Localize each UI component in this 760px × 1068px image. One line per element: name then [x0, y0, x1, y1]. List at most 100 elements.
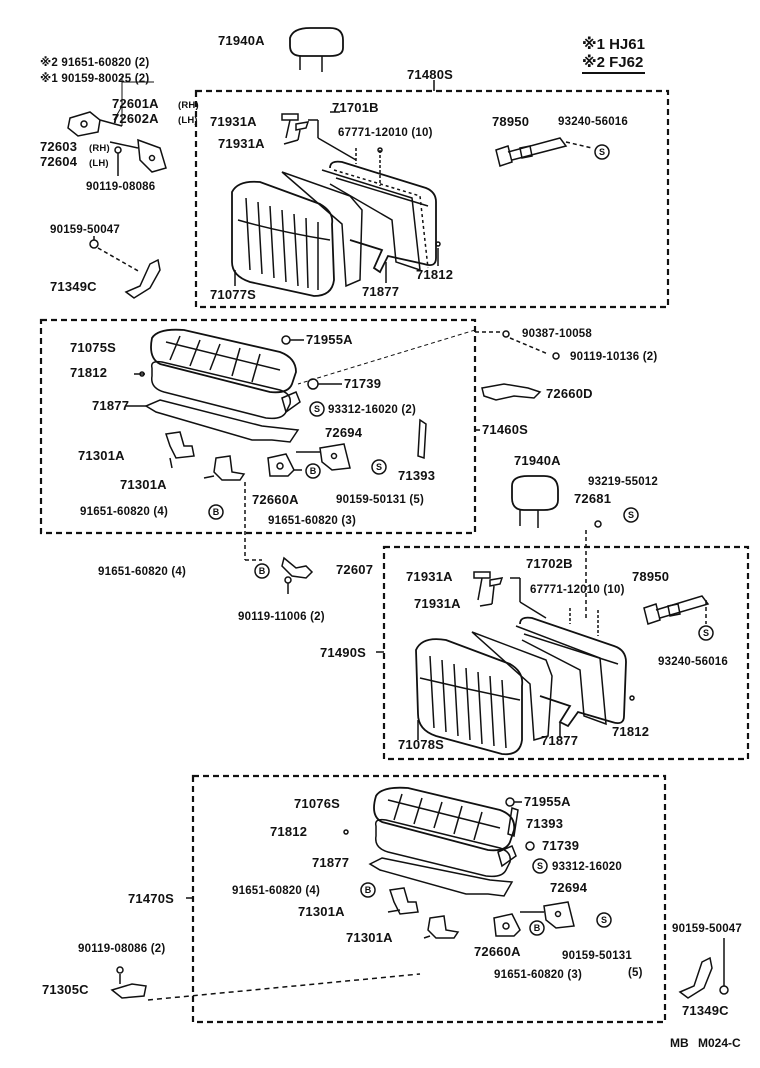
- part-label: 91651-60820 (3): [494, 969, 583, 981]
- part-label: 71812: [612, 724, 650, 739]
- legend-line-2: ※2 FJ62: [582, 54, 645, 74]
- part-label: 72694: [325, 425, 363, 440]
- cushion-71076s: [343, 786, 517, 897]
- marker-s: S: [703, 628, 709, 638]
- part-label: 72601A: [112, 96, 159, 111]
- note-label: ※2 91651-60820 (2): [40, 57, 150, 69]
- part-label: 71349C: [682, 1003, 729, 1018]
- part-label: 90119-08086: [86, 181, 156, 193]
- part-label: 72681: [574, 491, 612, 506]
- part-label: 72694: [550, 880, 588, 895]
- part-label: 90159-50047: [50, 224, 120, 236]
- part-label: 71931A: [210, 114, 257, 129]
- part-label: 90159-50131: [562, 950, 632, 962]
- diagram-ref-mb: MB: [670, 1036, 689, 1050]
- model-legend: ※1 HJ61 ※2 FJ62: [582, 36, 645, 74]
- group-label: 71480S: [407, 67, 454, 82]
- marker-s: S: [376, 462, 382, 472]
- marker-s: S: [601, 915, 607, 925]
- rod-78950-right: [643, 595, 710, 625]
- seatback-71078s: [415, 608, 635, 756]
- cushion-71075s: [139, 328, 301, 443]
- part-label: 71076S: [294, 796, 341, 811]
- marker-s: S: [314, 404, 320, 414]
- group-label: 71490S: [320, 645, 367, 660]
- part-label: 71877: [312, 855, 350, 870]
- part-label: 71301A: [346, 930, 393, 945]
- part-label: 71075S: [70, 340, 117, 355]
- part-label: 71812: [270, 824, 308, 839]
- bolts-71931a-right: [473, 571, 547, 619]
- part-label: 71931A: [406, 569, 453, 584]
- marker-b: B: [365, 885, 372, 895]
- part-label: 71739: [542, 838, 580, 853]
- part-label: 71940A: [218, 33, 265, 48]
- part-label: 71955A: [306, 332, 353, 347]
- part-label: 71077S: [210, 287, 257, 302]
- part-label: 72660A: [474, 944, 521, 959]
- part-label: 71955A: [524, 794, 571, 809]
- part-label: 71701B: [332, 100, 379, 115]
- marker-b: B: [213, 507, 220, 517]
- marker-s: S: [628, 510, 634, 520]
- part-label: (LH): [89, 158, 109, 169]
- hinge-72660a-bottom: [493, 901, 575, 937]
- marker-b: B: [259, 566, 266, 576]
- brackets-71301a-mid: [165, 431, 246, 481]
- hinge-assembly: [67, 76, 167, 176]
- group-box-71470s: [191, 774, 667, 1024]
- part-label: 71301A: [120, 477, 167, 492]
- part-label: 72603: [40, 139, 78, 154]
- headrest-right: [511, 475, 559, 528]
- part-label: 78950: [492, 114, 530, 129]
- part-label: 93219-55012: [588, 476, 658, 488]
- part-label: 71305C: [42, 982, 89, 997]
- part-label: (RH): [89, 143, 110, 154]
- part-label: (RH): [178, 100, 199, 111]
- part-label: 72660D: [546, 386, 593, 401]
- part-label: 71393: [526, 816, 564, 831]
- part-label: 71877: [541, 733, 579, 748]
- part-label: 72607: [336, 562, 374, 577]
- legend-line-1: ※1 HJ61: [582, 36, 645, 53]
- part-label: 93312-16020: [552, 861, 622, 873]
- bolts-71931a-upper: [281, 111, 357, 161]
- part-label: 71702B: [526, 556, 573, 571]
- part-label: 72602A: [112, 111, 159, 126]
- part-label: 71078S: [398, 737, 445, 752]
- group-box-71480s: [194, 89, 670, 309]
- marker-b: B: [534, 923, 541, 933]
- marker-s: S: [599, 147, 605, 157]
- part-label: 71301A: [298, 904, 345, 919]
- bracket-71349c-lower: [678, 938, 729, 999]
- part-label: 72660A: [252, 492, 299, 507]
- part-label: 90159-50047: [672, 923, 742, 935]
- part-label: 93240-56016: [658, 656, 728, 668]
- group-label: 71470S: [128, 891, 175, 906]
- note-label: ※1 90159-80025 (2): [40, 73, 150, 85]
- part-label: 93312-16020 (2): [328, 404, 417, 416]
- part-label: 90119-11006 (2): [238, 611, 325, 623]
- part-label: 91651-60820 (3): [268, 515, 357, 527]
- headrest-top: [289, 27, 344, 72]
- part-label: 90119-10136 (2): [570, 351, 658, 363]
- hinge-72660a-mid: [267, 443, 351, 477]
- part-label: 71812: [70, 365, 108, 380]
- seatback-71077s: [231, 147, 441, 297]
- part-label: 91651-60820 (4): [232, 885, 321, 897]
- part-label: 90119-08086 (2): [78, 943, 166, 955]
- group-box-71490s: [382, 545, 750, 761]
- marker-s: S: [537, 861, 543, 871]
- part-label: 71739: [344, 376, 382, 391]
- part-label: 71301A: [78, 448, 125, 463]
- part-label: 71877: [92, 398, 130, 413]
- part-label: (LH): [178, 115, 198, 126]
- part-label: 67771-12010 (10): [530, 584, 625, 596]
- part-label: 71940A: [514, 453, 561, 468]
- part-label: 72604: [40, 154, 78, 169]
- part-label: 71931A: [218, 136, 265, 151]
- brackets-71301a-bottom: [387, 887, 460, 939]
- part-label: 71931A: [414, 596, 461, 611]
- group-label: 71460S: [482, 422, 529, 437]
